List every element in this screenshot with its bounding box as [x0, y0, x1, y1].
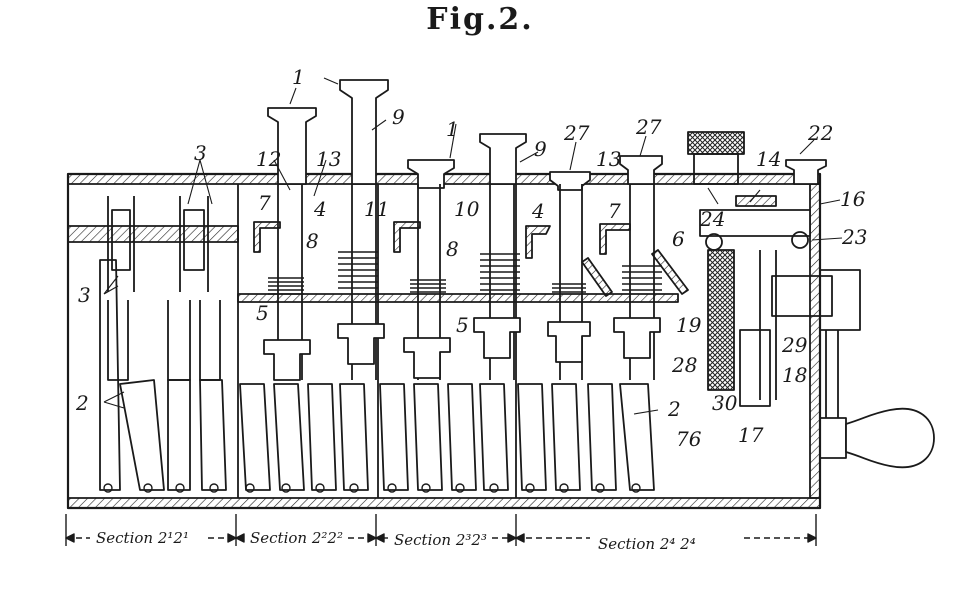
ref-9-b: 9 — [534, 137, 547, 161]
ref-24: 24 — [699, 207, 725, 231]
ref-7-a: 7 — [258, 191, 271, 215]
ref-14: 14 — [756, 147, 781, 171]
ref-23: 23 — [841, 225, 867, 249]
crank-handle — [820, 330, 935, 469]
ref-8-b: 8 — [446, 237, 459, 261]
section-labels: Section 2¹2¹ Section 2²2² Section 2³2³ S… — [96, 529, 696, 553]
ref-28: 28 — [671, 353, 697, 377]
actuators — [263, 317, 661, 381]
ref-3-a: 3 — [194, 141, 207, 165]
latches — [253, 221, 689, 297]
ref-11: 11 — [364, 197, 389, 221]
ref-4-a: 4 — [313, 197, 327, 221]
figure-title: Fig.2. — [426, 2, 534, 37]
ref-30: 30 — [712, 391, 738, 415]
ref-6: 6 — [672, 227, 685, 251]
ref-7-b: 7 — [608, 199, 621, 223]
ref-13-a: 13 — [316, 147, 341, 171]
section-label-2: Section 2²2² — [250, 529, 343, 547]
ref-5-b: 5 — [456, 313, 469, 337]
ref-19: 19 — [676, 313, 702, 337]
ref-27-b: 27 — [635, 115, 662, 139]
ref-10: 10 — [454, 197, 480, 221]
ref-16: 16 — [840, 187, 866, 211]
ref-5-a: 5 — [256, 301, 269, 325]
ref-17: 17 — [738, 423, 764, 447]
ref-4-b: 4 — [531, 199, 545, 223]
ref-13-b: 13 — [596, 147, 621, 171]
ref-2-b: 2 — [667, 397, 681, 421]
ref-18: 18 — [782, 363, 807, 387]
ref-22: 22 — [807, 121, 833, 145]
section-label-1: Section 2¹2¹ — [96, 529, 189, 547]
left-section-parts — [67, 196, 239, 381]
ref-3-b: 3 — [78, 283, 91, 307]
leader-lines — [103, 77, 843, 415]
section-label-4: Section 2⁴ 2⁴ — [598, 535, 696, 553]
ref-2-a: 2 — [75, 391, 89, 415]
ref-27-a: 27 — [563, 121, 590, 145]
ref-1-a: 1 — [292, 65, 305, 89]
gear-train — [699, 195, 861, 407]
ref-12: 12 — [256, 147, 281, 171]
levers — [99, 259, 655, 493]
ref-9-a: 9 — [392, 105, 405, 129]
section-lines — [65, 514, 817, 546]
ref-76: 76 — [676, 427, 702, 451]
section-label-3: Section 2³2³ — [394, 531, 487, 549]
ref-29: 29 — [781, 333, 808, 357]
key-stems — [267, 79, 827, 191]
springs — [268, 251, 662, 295]
reference-numerals: 1 9 1 9 27 27 22 3 12 13 13 14 16 24 23 … — [75, 65, 867, 451]
ref-8-a: 8 — [306, 229, 319, 253]
ref-1-b: 1 — [446, 117, 459, 141]
